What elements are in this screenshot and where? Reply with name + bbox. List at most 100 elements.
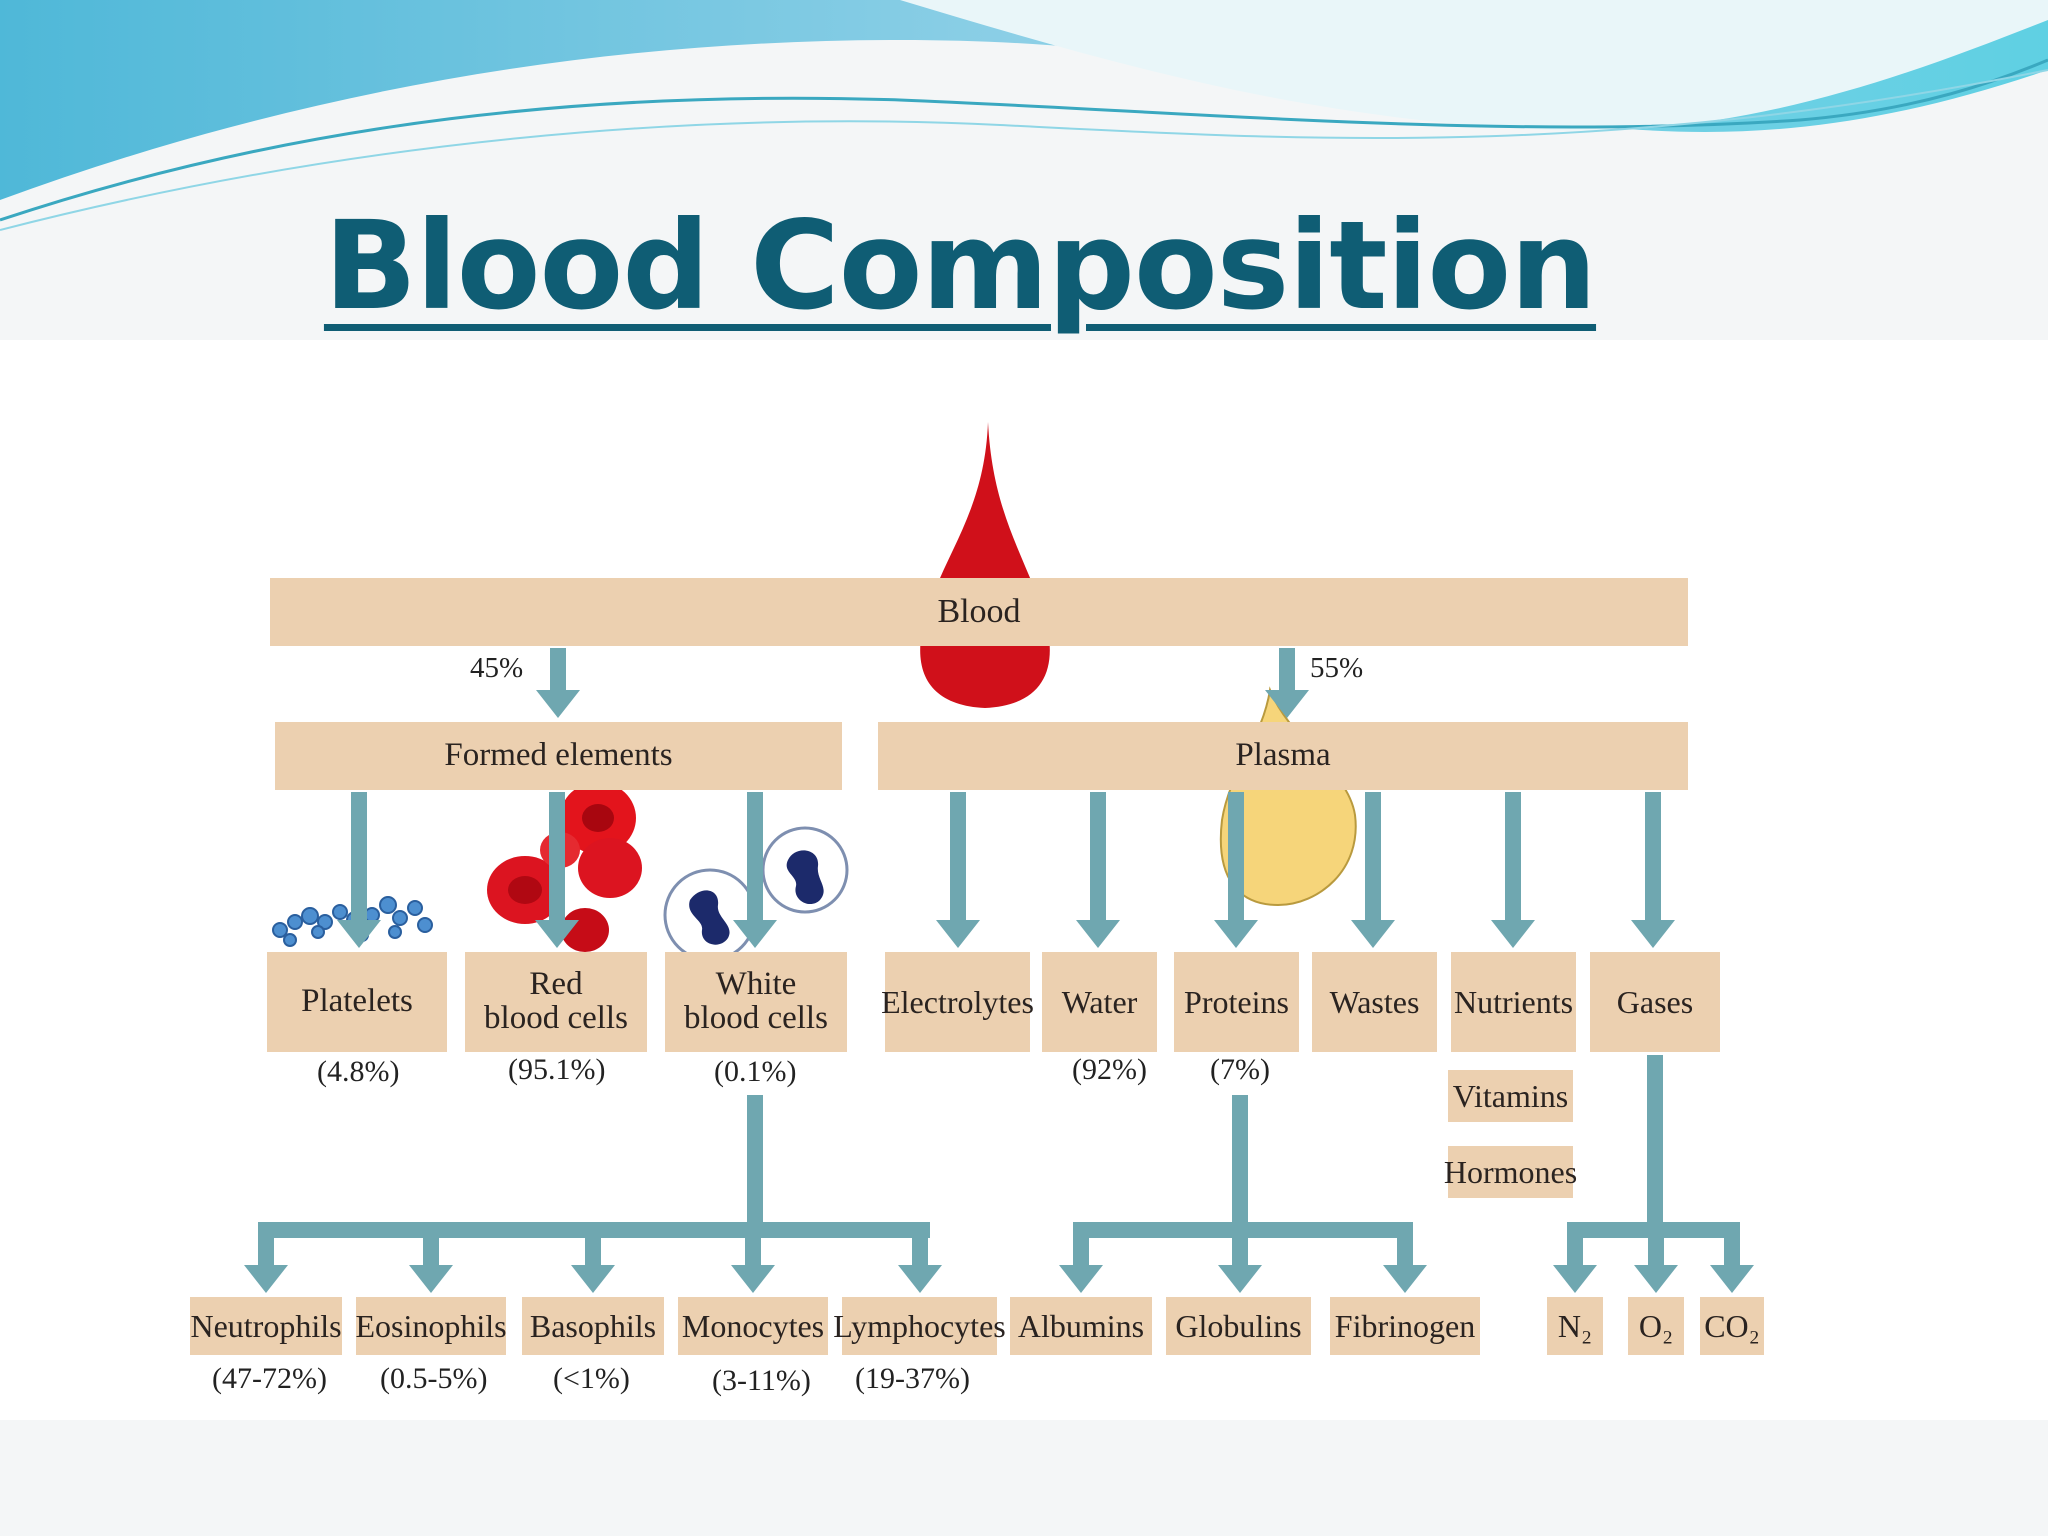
nutrients-box: Nutrients bbox=[1451, 952, 1576, 1052]
vitamins-box: Vitamins bbox=[1448, 1070, 1573, 1122]
arrow-protein-2-shaft bbox=[1397, 1222, 1413, 1269]
albumins-label: Albumins bbox=[1017, 1307, 1145, 1344]
arrow-gas-0-head bbox=[1553, 1265, 1597, 1293]
plasma-box: Plasma bbox=[878, 722, 1688, 790]
formed-elements-label: Formed elements bbox=[444, 737, 673, 774]
plasma-label: Plasma bbox=[1235, 737, 1331, 774]
wastes-label: Wastes bbox=[1329, 983, 1420, 1020]
arrow-gas-1-shaft bbox=[1648, 1222, 1664, 1269]
diagram-panel bbox=[0, 340, 2048, 1420]
arrow-wbc-2-shaft bbox=[585, 1222, 601, 1269]
neutrophils-label: Neutrophils bbox=[190, 1307, 342, 1344]
arrow-plasma-child-2-head bbox=[1214, 920, 1258, 948]
neutrophils-box: Neutrophils bbox=[190, 1297, 342, 1355]
proteins-percentage: (7%) bbox=[1210, 1053, 1270, 1086]
arrow-formed-child-2-head bbox=[733, 920, 777, 948]
arrow-plasma-child-0-head bbox=[936, 920, 980, 948]
globulins-label: Globulins bbox=[1175, 1307, 1302, 1344]
arrow-gas-1-head bbox=[1634, 1265, 1678, 1293]
eosinophils-percentage: (0.5-5%) bbox=[380, 1362, 488, 1395]
basophils-box: Basophils bbox=[522, 1297, 664, 1355]
lymphocytes-label: Lymphocytes bbox=[833, 1307, 1006, 1344]
arrow-plasma-child-5-head bbox=[1631, 920, 1675, 948]
red-blood-cells-percentage: (95.1%) bbox=[508, 1053, 606, 1086]
globulins-box: Globulins bbox=[1166, 1297, 1311, 1355]
lymphocytes-percentage: (19-37%) bbox=[855, 1362, 970, 1395]
blood-root-label: Blood bbox=[937, 592, 1021, 630]
gases-label: Gases bbox=[1616, 983, 1694, 1020]
electrolytes-label: Electrolytes bbox=[881, 983, 1034, 1020]
white-blood-cells-box: White blood cells bbox=[665, 952, 847, 1052]
formed-elements-box: Formed elements bbox=[275, 722, 842, 790]
arrow-formed-child-2-shaft bbox=[747, 792, 763, 924]
arrow-wbc-0-head bbox=[244, 1265, 288, 1293]
electrolytes-box: Electrolytes bbox=[881, 952, 1034, 1052]
arrow-formed-child-0-shaft bbox=[351, 792, 367, 924]
arrow-wbc-2-head bbox=[571, 1265, 615, 1293]
neutrophils-percentage: (47-72%) bbox=[212, 1362, 327, 1395]
eosinophils-label: Eosinophils bbox=[355, 1307, 507, 1344]
water-label: Water bbox=[1061, 983, 1138, 1020]
arrow-wbc-0-shaft bbox=[258, 1222, 274, 1269]
arrow-plasma-head bbox=[1265, 690, 1309, 718]
hormones-label: Hormones bbox=[1443, 1153, 1578, 1190]
white-blood-cells-icon bbox=[663, 826, 849, 962]
arrow-formed-child-0-head bbox=[337, 920, 381, 948]
monocytes-percentage: (3-11%) bbox=[712, 1364, 811, 1397]
arrow-protein-1-shaft bbox=[1232, 1222, 1248, 1269]
arrow-protein-0-shaft bbox=[1073, 1222, 1089, 1269]
fibrinogen-box: Fibrinogen bbox=[1330, 1297, 1480, 1355]
white-blood-cells-percentage: (0.1%) bbox=[714, 1055, 797, 1088]
fibrinogen-label: Fibrinogen bbox=[1334, 1307, 1476, 1344]
platelets-percentage: (4.8%) bbox=[317, 1055, 400, 1088]
arrow-protein-1-head bbox=[1218, 1265, 1262, 1293]
arrow-plasma-child-4-shaft bbox=[1505, 792, 1521, 924]
carbon-dioxide-label: CO₂ bbox=[1704, 1307, 1760, 1344]
arrow-wbc-4-shaft bbox=[912, 1222, 928, 1269]
slide-title: Blood Composition bbox=[323, 195, 1597, 337]
wastes-box: Wastes bbox=[1312, 952, 1437, 1052]
water-box: Water bbox=[1042, 952, 1157, 1052]
arrow-plasma-child-2-shaft bbox=[1228, 792, 1244, 924]
red-blood-cells-label: Red blood cells bbox=[484, 966, 628, 1036]
hormones-box: Hormones bbox=[1444, 1146, 1577, 1198]
basophils-label: Basophils bbox=[529, 1307, 657, 1344]
arrow-gas-0-shaft bbox=[1567, 1222, 1583, 1269]
arrow-gas-2-head bbox=[1710, 1265, 1754, 1293]
arrow-wbc-1-head bbox=[409, 1265, 453, 1293]
basophils-percentage: (<1%) bbox=[553, 1362, 630, 1395]
lymphocytes-box: Lymphocytes bbox=[833, 1297, 1006, 1355]
arrow-formed-head bbox=[536, 690, 580, 718]
gases-box: Gases bbox=[1590, 952, 1720, 1052]
protein-trunk bbox=[1232, 1095, 1248, 1225]
arrow-formed-shaft bbox=[550, 648, 566, 694]
white-blood-cells-label: White blood cells bbox=[684, 966, 828, 1036]
arrow-plasma-child-4-head bbox=[1491, 920, 1535, 948]
red-blood-cells-box: Red blood cells bbox=[465, 952, 647, 1052]
albumins-box: Albumins bbox=[1010, 1297, 1152, 1355]
arrow-plasma-child-3-head bbox=[1351, 920, 1395, 948]
eosinophils-box: Eosinophils bbox=[355, 1297, 507, 1355]
arrow-wbc-3-shaft bbox=[745, 1222, 761, 1269]
nitrogen-label: N₂ bbox=[1557, 1307, 1593, 1344]
formed-percentage: 45% bbox=[470, 652, 524, 684]
proteins-label: Proteins bbox=[1184, 983, 1289, 1020]
plasma-percentage: 55% bbox=[1310, 652, 1364, 684]
arrow-protein-2-head bbox=[1383, 1265, 1427, 1293]
blood-root-box: Blood bbox=[270, 578, 1688, 646]
oxygen-box: O₂ bbox=[1628, 1297, 1684, 1355]
arrow-wbc-3-head bbox=[731, 1265, 775, 1293]
arrow-plasma-child-1-head bbox=[1076, 920, 1120, 948]
nitrogen-box: N₂ bbox=[1547, 1297, 1603, 1355]
proteins-box: Proteins bbox=[1174, 952, 1299, 1052]
arrow-formed-child-1-shaft bbox=[549, 792, 565, 924]
platelets-label: Platelets bbox=[301, 983, 413, 1020]
arrow-plasma-shaft bbox=[1279, 648, 1295, 694]
arrow-plasma-child-0-shaft bbox=[950, 792, 966, 924]
carbon-dioxide-box: CO₂ bbox=[1700, 1297, 1764, 1355]
arrow-gas-2-shaft bbox=[1724, 1222, 1740, 1269]
wbc-trunk bbox=[747, 1095, 763, 1225]
monocytes-label: Monocytes bbox=[681, 1307, 825, 1344]
water-percentage: (92%) bbox=[1072, 1053, 1147, 1086]
